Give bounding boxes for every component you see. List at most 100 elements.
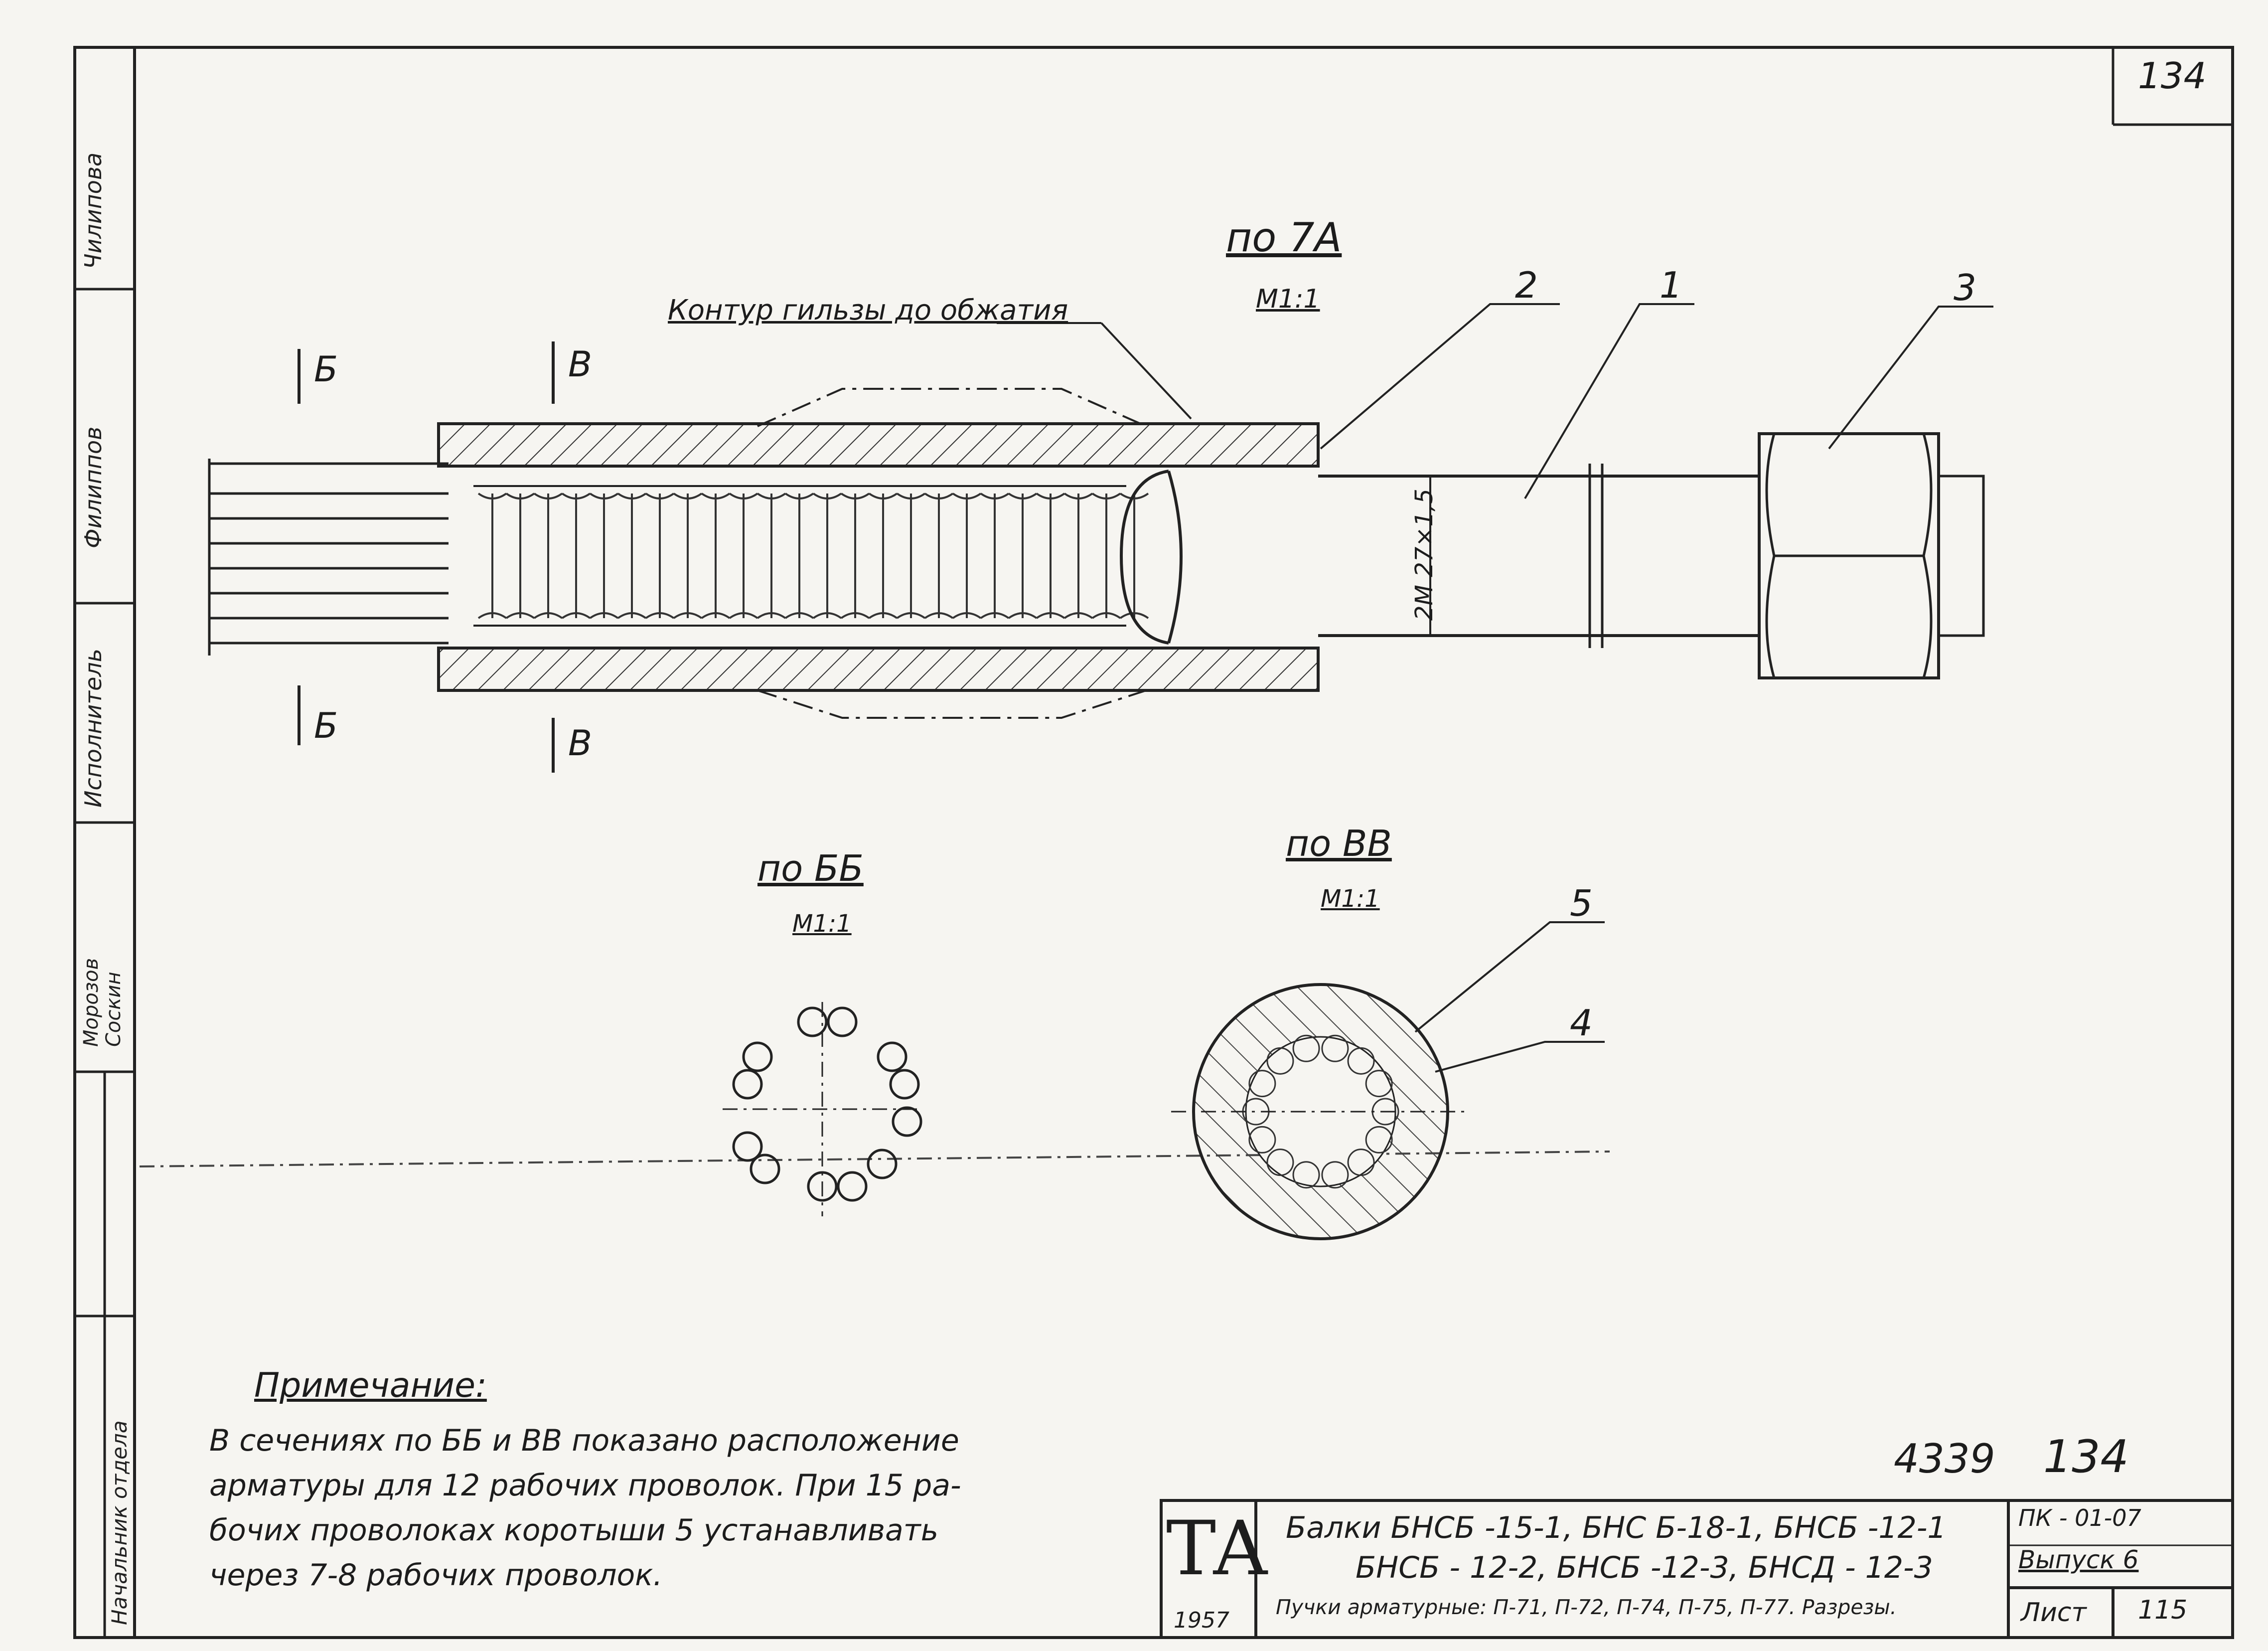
sleeve-wall-bottom	[437, 647, 1320, 692]
sidebar-name-2: Филиппов	[80, 426, 107, 548]
short-wire-piece	[1008, 493, 1038, 619]
wire-section-circle	[827, 1006, 858, 1037]
wire-section-circle	[892, 1106, 922, 1137]
wire-section-circle	[797, 1006, 828, 1037]
short-wire-piece	[952, 493, 982, 619]
title-block-year: 1957	[1174, 1608, 1229, 1633]
wire-bundle	[208, 459, 449, 656]
note-line-2: арматуры для 12 рабочих проволок. При 15…	[209, 1468, 961, 1503]
wire-section-circle	[1266, 1149, 1294, 1176]
short-wire-piece	[896, 493, 926, 619]
short-wire-piece	[1119, 493, 1149, 619]
short-wire-piece	[868, 493, 898, 619]
wire-section-circle	[1248, 1070, 1276, 1098]
title-block-logo: ТА	[1166, 1505, 1269, 1592]
archive-sheet: 134	[2043, 1431, 2129, 1483]
contour-line-bottom	[757, 689, 1147, 719]
short-wire-piece	[617, 493, 647, 619]
callout-3: 3	[1954, 267, 1976, 309]
wire-section-circle	[750, 1154, 780, 1184]
short-wire-piece	[729, 493, 758, 619]
note-heading: Примечание:	[254, 1366, 487, 1405]
wire-section-circle	[807, 1171, 838, 1202]
sidebar-grid	[75, 288, 135, 1638]
sidebar-name-4: Морозов	[80, 958, 103, 1047]
sidebar-name-5: Соскин	[102, 972, 125, 1047]
short-wire-piece	[784, 493, 814, 619]
section-vv-scale: М1:1	[1321, 885, 1380, 913]
short-wire-piece	[1036, 493, 1065, 619]
wire-section-circle	[867, 1149, 898, 1179]
wire-section-circle	[1292, 1034, 1320, 1062]
short-wire-piece	[701, 493, 731, 619]
short-wire-piece	[756, 493, 786, 619]
main-view-scale: М1:1	[1256, 284, 1320, 314]
cut-label-vv-top: В	[568, 344, 593, 385]
archive-number: 4339	[1894, 1436, 1995, 1482]
leaders	[997, 303, 1993, 1073]
cut-label-bb-top: Б	[314, 349, 338, 390]
wire-section-circle	[837, 1171, 868, 1202]
wire-section-circle	[1347, 1149, 1375, 1176]
wire-section-circle	[1365, 1126, 1393, 1154]
wire-section-circle	[1292, 1161, 1320, 1189]
section-vv-title: по ВВ	[1286, 823, 1392, 864]
short-wire-piece	[533, 493, 563, 619]
short-wire-piece	[1063, 493, 1093, 619]
contour-line-top	[757, 388, 1147, 427]
inner-shorts	[473, 485, 1126, 627]
short-wire-piece	[477, 493, 507, 619]
wire-section-circle	[1321, 1034, 1349, 1062]
short-wire-piece	[812, 493, 842, 619]
sidebar-name-1: Чилипова	[80, 152, 107, 269]
callout-1: 1	[1660, 264, 1682, 306]
rod-head	[1119, 470, 1169, 645]
sidebar-name-6: Начальник отдела	[107, 1420, 132, 1625]
contour-label: Контур гильзы до обжатия	[668, 294, 1068, 327]
wire-section-circle	[732, 1069, 763, 1100]
sleeve-wall-top	[437, 422, 1320, 468]
title-block-code: ПК - 01-07	[2018, 1504, 2141, 1531]
title-block-line3: Пучки арматурные: П-71, П-72, П-74, П-75…	[1276, 1595, 1897, 1619]
section-bb-title: по ББ	[757, 847, 864, 889]
section-bb-scale: М1:1	[792, 910, 852, 938]
sidebar-name-3: Исполнитель	[80, 649, 107, 808]
short-wire-piece	[840, 493, 870, 619]
callout-4: 4	[1570, 1002, 1593, 1044]
section-vv	[1171, 983, 1470, 1240]
note-line-3: бочих проволоках коротыши 5 устанавливат…	[209, 1513, 939, 1548]
title-block-line2: БНСБ - 12-2, БНСБ -12-3, БНСД - 12-3	[1356, 1550, 1933, 1585]
sheet-number-top: 134	[2138, 55, 2207, 97]
main-view-title: по 7А	[1226, 214, 1342, 261]
short-wire-piece	[980, 493, 1010, 619]
callout-5: 5	[1570, 882, 1593, 924]
short-wire-piece	[924, 493, 954, 619]
note-line-1: В сечениях по ББ и ВВ показано расположе…	[209, 1423, 959, 1458]
wire-section-circle	[877, 1041, 907, 1072]
short-wire-piece	[589, 493, 619, 619]
wire-section-circle	[1248, 1126, 1276, 1154]
wire-section-circle	[1321, 1161, 1349, 1189]
callout-2: 2	[1515, 264, 1538, 306]
short-wire-piece	[645, 493, 675, 619]
title-block-issue: Выпуск 6	[2018, 1545, 2139, 1574]
drawing-frame	[73, 46, 2234, 1639]
short-wire-piece	[1091, 493, 1121, 619]
wire-section-circle	[889, 1069, 920, 1100]
main-view	[208, 341, 1985, 773]
section-bb	[723, 1002, 922, 1216]
cut-label-bb-bottom: Б	[314, 705, 338, 746]
title-block-sheet-label: Лист	[2021, 1598, 2087, 1628]
wire-section-circle	[732, 1131, 763, 1162]
thread-label: 2М 27×1,5	[1410, 489, 1438, 621]
short-wire-piece	[561, 493, 591, 619]
short-wire-piece	[505, 493, 535, 619]
title-block-sheet-number: 115	[2138, 1595, 2188, 1625]
wire-section-circle	[1365, 1070, 1393, 1098]
title-block-grid	[1160, 1499, 2234, 1639]
wire-section-circle	[742, 1041, 773, 1072]
short-wire-piece	[673, 493, 703, 619]
note-line-4: через 7-8 рабочих проволок.	[209, 1558, 663, 1593]
title-block-line1: Балки БНСБ -15-1, БНС Б-18-1, БНСБ -12-1	[1286, 1510, 1947, 1545]
